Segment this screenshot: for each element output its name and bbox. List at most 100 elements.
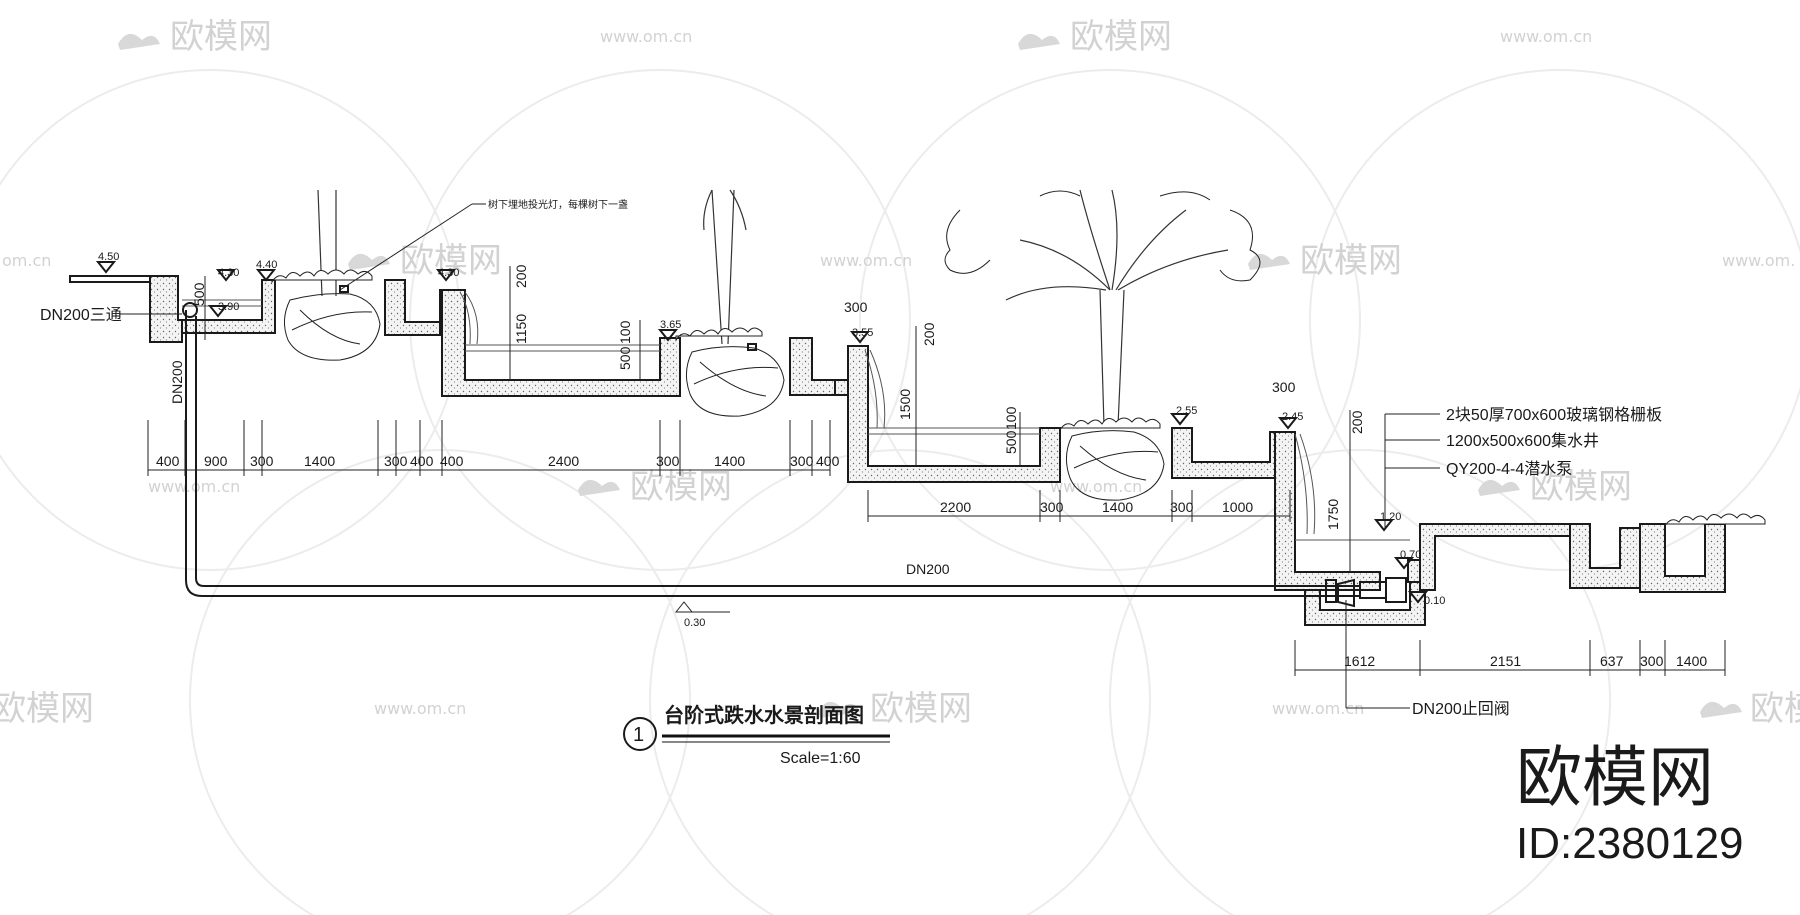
elev-0.10: 0.10	[1424, 595, 1445, 607]
watermark-brand-4: 欧模网	[1300, 241, 1402, 281]
watermark-url-fragment: om.cn	[2, 251, 51, 270]
hdim-r3-2: 637	[1600, 653, 1624, 669]
vdim-100b: 100	[1003, 406, 1019, 430]
planter-5	[1639, 523, 1726, 593]
watermark-logo-2: 欧模网	[1018, 17, 1172, 57]
shrub-3	[1059, 417, 1161, 432]
vdim-1500: 1500	[897, 389, 913, 420]
structure	[69, 275, 1726, 626]
vdim-200a: 200	[513, 264, 529, 288]
vdim-200c: 200	[1349, 410, 1365, 434]
watermark-brand-2: 欧模网	[1070, 17, 1172, 57]
elev-3.55: 3.55	[852, 327, 873, 339]
elev-2.55: 2.55	[1176, 405, 1197, 417]
pipe-vertical-label: DN200	[169, 360, 185, 404]
watermark-logo-8: 欧模网	[1700, 689, 1800, 729]
pool-wall-tall	[1274, 431, 1381, 591]
drawing-title: 台阶式跌水水景剖面图	[664, 703, 864, 727]
elev-3.65: 3.65	[660, 319, 681, 331]
water-lines	[182, 291, 1410, 541]
hdim-r1-9: 1400	[714, 453, 745, 469]
watermark-url-4: www.om.cn	[148, 477, 240, 496]
watermark-logo-4: 欧模网	[1248, 241, 1402, 281]
hdim-r3-0: 1612	[1344, 653, 1375, 669]
uplight-1	[339, 285, 349, 293]
vdim-1150: 1150	[513, 314, 529, 344]
elev-0.70: 0.70	[1400, 549, 1421, 561]
valve-body	[1325, 579, 1337, 603]
hdim-r1-8: 300	[656, 453, 680, 469]
watermark-brand-1: 欧模网	[170, 17, 272, 57]
hdim-r1-1: 900	[204, 453, 228, 469]
vdim-300b: 300	[1272, 379, 1296, 395]
vdim-500c: 500	[1003, 430, 1019, 454]
shrub-2	[675, 327, 763, 342]
planter-2-right	[789, 337, 836, 396]
elev-4.30b: 4.30	[438, 267, 459, 279]
check-valve-label: DN200止回阀	[1412, 700, 1510, 718]
hdim-r1-11: 400	[816, 453, 840, 469]
sump-label: 1200x500x600集水井	[1446, 432, 1599, 450]
elev-1.20: 1.20	[1380, 511, 1401, 523]
watermark-url-2: www.om.cn	[1500, 27, 1592, 46]
tree-trunk-3	[1099, 289, 1125, 427]
vdim-200b: 200	[921, 322, 937, 346]
title-block: 1 台阶式跌水水景剖面图 Scale=1:60	[623, 703, 890, 767]
corner-brand-name: 欧模网	[1516, 740, 1714, 814]
hdim-r1-7: 2400	[548, 453, 579, 469]
pool-3	[847, 345, 1061, 483]
watermark-brand-fragment: 欧模网	[0, 689, 94, 729]
hdim-r1-10: 300	[790, 453, 814, 469]
hdim-r1-4: 300	[384, 453, 408, 469]
planter-3-right	[1171, 427, 1291, 479]
hdim-r1-3: 1400	[304, 453, 335, 469]
vdim-500b: 500	[617, 346, 633, 370]
pipe-return	[185, 310, 1360, 597]
hdim-r3-1: 2151	[1490, 653, 1521, 669]
watermark-url-1: www.om.cn	[600, 27, 692, 46]
pool-2	[441, 289, 681, 397]
watermark-brand-8: 欧模网	[1750, 689, 1800, 729]
elev-3.90: 3.90	[218, 301, 239, 313]
watermark-url-3: www.om.cn	[820, 251, 912, 270]
hdim-r2-3: 300	[1170, 499, 1194, 515]
elev-4.50: 4.50	[98, 251, 119, 263]
title-number-circle	[623, 717, 657, 751]
hdim-r2-0: 2200	[940, 499, 971, 515]
hdim-r3-4: 1400	[1676, 653, 1707, 669]
vdim-1750: 1750	[1325, 499, 1341, 530]
hdim-r1-2: 300	[250, 453, 274, 469]
vdim-300a: 300	[844, 299, 868, 315]
check-valve	[1337, 578, 1355, 608]
hdim-r1-5: 400	[410, 453, 434, 469]
watermark-logo-6: 欧模网	[1478, 467, 1632, 507]
leaders	[120, 203, 1440, 709]
hdim-r1-6: 400	[440, 453, 464, 469]
watermark-logo-5: 欧模网	[578, 467, 732, 507]
elev-0.30: 0.30	[684, 617, 705, 629]
elev-4.40: 4.40	[256, 259, 277, 271]
watermark-url-6: www.om.cn	[374, 699, 466, 718]
tee-label: DN200三通	[40, 306, 122, 324]
corner-brand: 欧模网 ID:2380129	[1516, 740, 1744, 868]
dimensions	[147, 266, 1726, 676]
pump-label: QY200-4-4潜水泵	[1446, 460, 1572, 478]
watermark-brand-5: 欧模网	[630, 467, 732, 507]
hdim-r2-4: 1000	[1222, 499, 1253, 515]
watermark-logo-7: 欧模网	[818, 689, 972, 729]
tree-trunk-2	[711, 189, 735, 345]
tee-fitting	[182, 302, 198, 318]
vdim-100a: 100	[617, 320, 633, 344]
hdim-r2-2: 1400	[1102, 499, 1133, 515]
root-ball-3	[1066, 430, 1165, 501]
root-ball-1	[284, 293, 381, 361]
shrub-1	[271, 269, 373, 284]
watermark-brand-7: 欧模网	[870, 689, 972, 729]
hdim-r2-1: 300	[1040, 499, 1064, 515]
piping	[182, 302, 1407, 608]
shrub-4	[1664, 513, 1766, 528]
planting	[271, 189, 1766, 528]
corner-brand-id: ID:2380129	[1516, 819, 1744, 868]
drawing-scale: Scale=1:60	[780, 750, 861, 767]
